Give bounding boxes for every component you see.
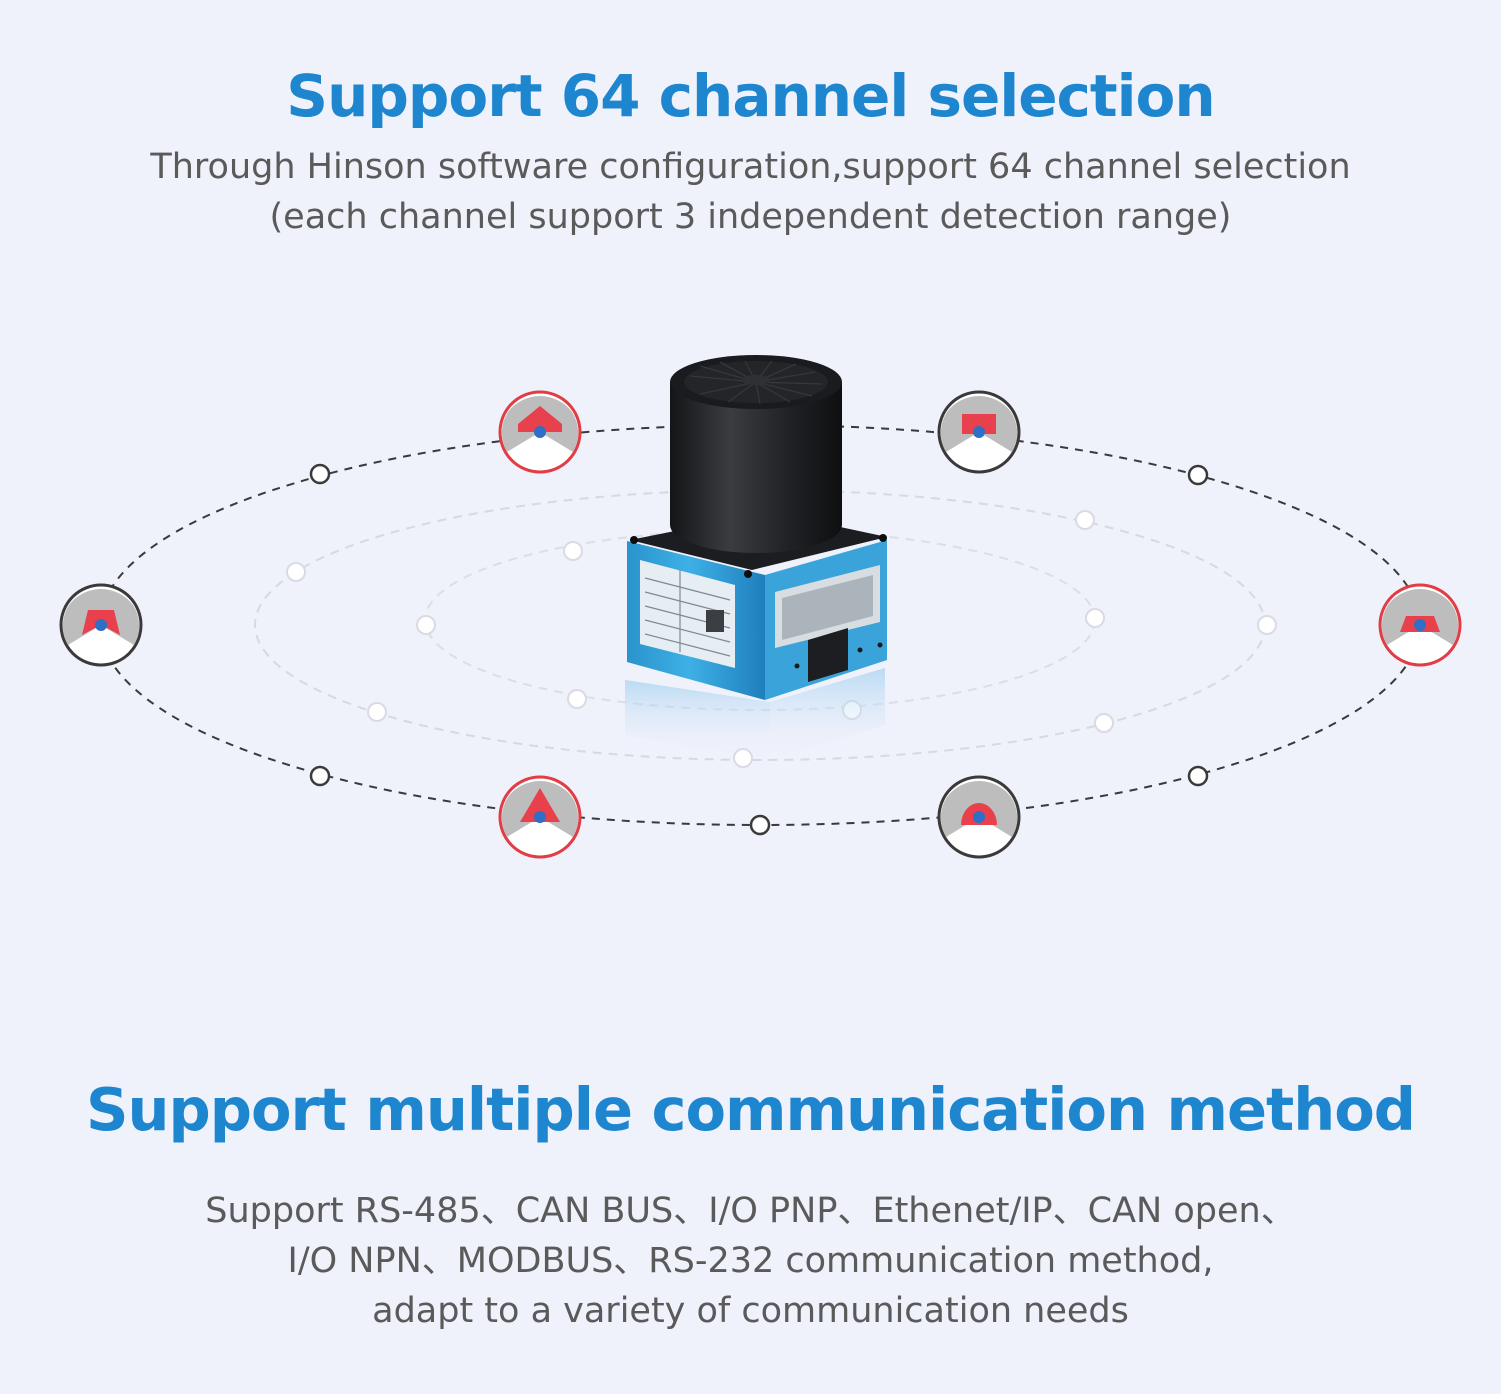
orbit-node-icon — [1187, 464, 1209, 486]
outer-orbit-nodes — [309, 463, 1209, 836]
channel-badge-right — [1378, 583, 1462, 667]
detection-zone-icon — [940, 781, 1018, 837]
channel-badge-top-left — [498, 390, 582, 474]
lidar-sensor-icon — [625, 355, 887, 760]
channel-badge-bottom-right — [937, 775, 1021, 859]
communication-methods-description-line-1: Support RS-485、CAN BUS、I/O PNP、Ethenet/I… — [205, 1191, 1296, 1231]
orbit-node-icon — [563, 541, 583, 561]
orbit-node-icon — [567, 689, 587, 709]
orbit-node-icon — [1075, 510, 1095, 530]
channel-selection-description-line-2: (each channel support 3 independent dete… — [269, 197, 1232, 237]
detection-zone-icon — [501, 781, 579, 837]
orbit-node-icon — [309, 463, 331, 485]
communication-methods-title: Support multiple communication method — [86, 1075, 1416, 1144]
orbit-node-icon — [749, 814, 771, 836]
channel-selection-description-line-1: Through Hinson software configuration,su… — [150, 147, 1351, 187]
orbit-node-icon — [1187, 765, 1209, 787]
orbit-node-icon — [1085, 608, 1105, 628]
communication-methods-description-line-2: I/O NPN、MODBUS、RS-232 communication meth… — [287, 1241, 1214, 1281]
channel-badge-left — [59, 583, 143, 667]
detection-zone-icon — [940, 396, 1018, 452]
channel-badge-bottom-left — [498, 775, 582, 859]
orbit-node-icon — [416, 615, 436, 635]
orbit-node-icon — [1094, 713, 1114, 733]
channel-orbit-diagram — [59, 355, 1462, 859]
communication-methods-description: Support RS-485、CAN BUS、I/O PNP、Ethenet/I… — [0, 1186, 1501, 1336]
orbit-node-icon — [309, 765, 331, 787]
faint-orbit-nodes — [286, 510, 1277, 768]
orbit-node-icon — [367, 702, 387, 722]
channel-selection-description: Through Hinson software configuration,su… — [0, 142, 1501, 242]
communication-methods-description-line-3: adapt to a variety of communication need… — [372, 1291, 1129, 1331]
orbit-node-icon — [286, 562, 306, 582]
orbit-node-icon — [1257, 615, 1277, 635]
detection-zone-icon — [1381, 589, 1459, 645]
detection-zone-icon — [501, 395, 579, 452]
detection-zone-icon — [62, 589, 140, 645]
channel-badge-top-right — [937, 390, 1021, 474]
channel-selection-title: Support 64 channel selection — [286, 62, 1215, 130]
